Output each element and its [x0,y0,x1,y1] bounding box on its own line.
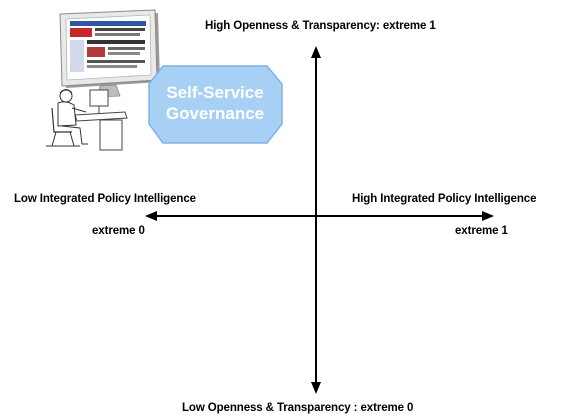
badge-line-1: Self-Service [166,83,264,102]
bottom-axis-label: Low Openness & Transparency : extreme 0 [182,402,414,414]
badge-label: Self-Service Governance [150,82,280,124]
arrow-down-icon [311,382,321,394]
top-axis-label: High Openness & Transparency: extreme 1 [205,20,436,32]
arrow-up-icon [311,46,321,58]
left-axis-label: Low Integrated Policy Intelligence [14,193,196,205]
left-axis-extreme: extreme 0 [92,225,145,237]
computer-monitor-icon [59,9,160,98]
person-at-desk-icon [46,89,128,151]
self-service-governance-badge [148,65,283,144]
right-axis-label: High Integrated Policy Intelligence [352,193,537,205]
badge-line-2: Governance [165,104,265,123]
right-axis-extreme: extreme 1 [455,225,508,237]
arrow-right-icon [482,211,494,221]
arrow-left-icon [145,211,157,221]
